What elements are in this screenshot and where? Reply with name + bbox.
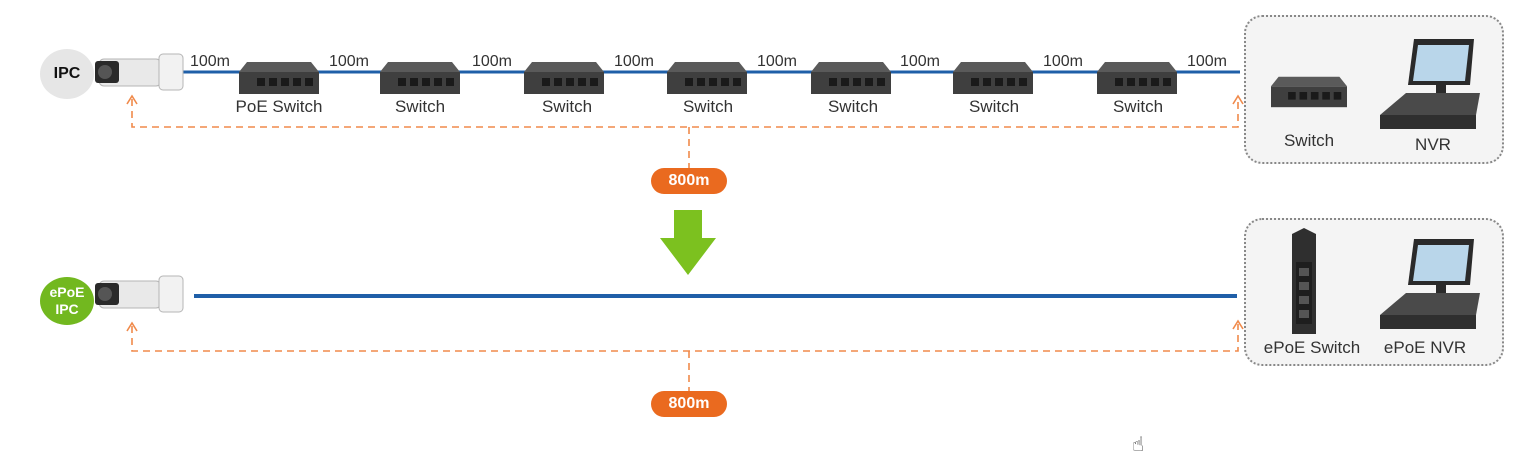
epoe-badge-line2: IPC (55, 301, 79, 317)
switch-icon (953, 62, 1033, 94)
switch-icon (524, 62, 604, 94)
device-label: Switch (682, 97, 734, 116)
device-label: Switch (394, 97, 446, 116)
epoe-switch-label: ePoE Switch (1263, 338, 1361, 357)
top-total-distance-pill: 800m (651, 168, 727, 194)
bottom-dashed-arrow (131, 324, 1239, 352)
nvr-icon (1380, 39, 1480, 129)
device-label: PoE Switch (235, 97, 323, 116)
camera-icon (94, 53, 184, 91)
device-label: Switch (1112, 97, 1164, 116)
epoe-nvr-icon (1380, 239, 1480, 329)
segment-distance: 100m (471, 53, 513, 70)
epoe-ipc-badge: ePoE IPC (40, 277, 94, 325)
epoe-switch-icon (1292, 228, 1316, 334)
ipc-badge: IPC (40, 49, 94, 99)
device-label: Switch (827, 97, 879, 116)
end-switch-label: Switch (1283, 131, 1335, 150)
device-label: Switch (968, 97, 1020, 116)
epoe-nvr-label: ePoE NVR (1383, 338, 1467, 357)
switch-icon (667, 62, 747, 94)
switch-icon (811, 62, 891, 94)
device-label: Switch (541, 97, 593, 116)
end-switch-icon (1271, 76, 1347, 108)
segment-distance: 100m (1186, 53, 1228, 70)
segment-distance: 100m (899, 53, 941, 70)
down-arrow-icon (660, 210, 716, 275)
epoe-badge-line1: ePoE (49, 284, 85, 300)
switch-icon (1097, 62, 1177, 94)
segment-distance: 100m (1042, 53, 1084, 70)
top-dashed-arrow (131, 99, 1239, 128)
camera-icon (94, 275, 184, 313)
nvr-label: NVR (1415, 135, 1451, 154)
hand-cursor-icon: ☝ (1132, 434, 1145, 456)
segment-distance: 100m (328, 53, 370, 70)
switch-icon (380, 62, 460, 94)
segment-distance: 100m (189, 53, 231, 70)
segment-distance: 100m (756, 53, 798, 70)
segment-distance: 100m (613, 53, 655, 70)
bottom-total-distance-pill: 800m (651, 391, 727, 417)
switch-icon (239, 62, 319, 94)
